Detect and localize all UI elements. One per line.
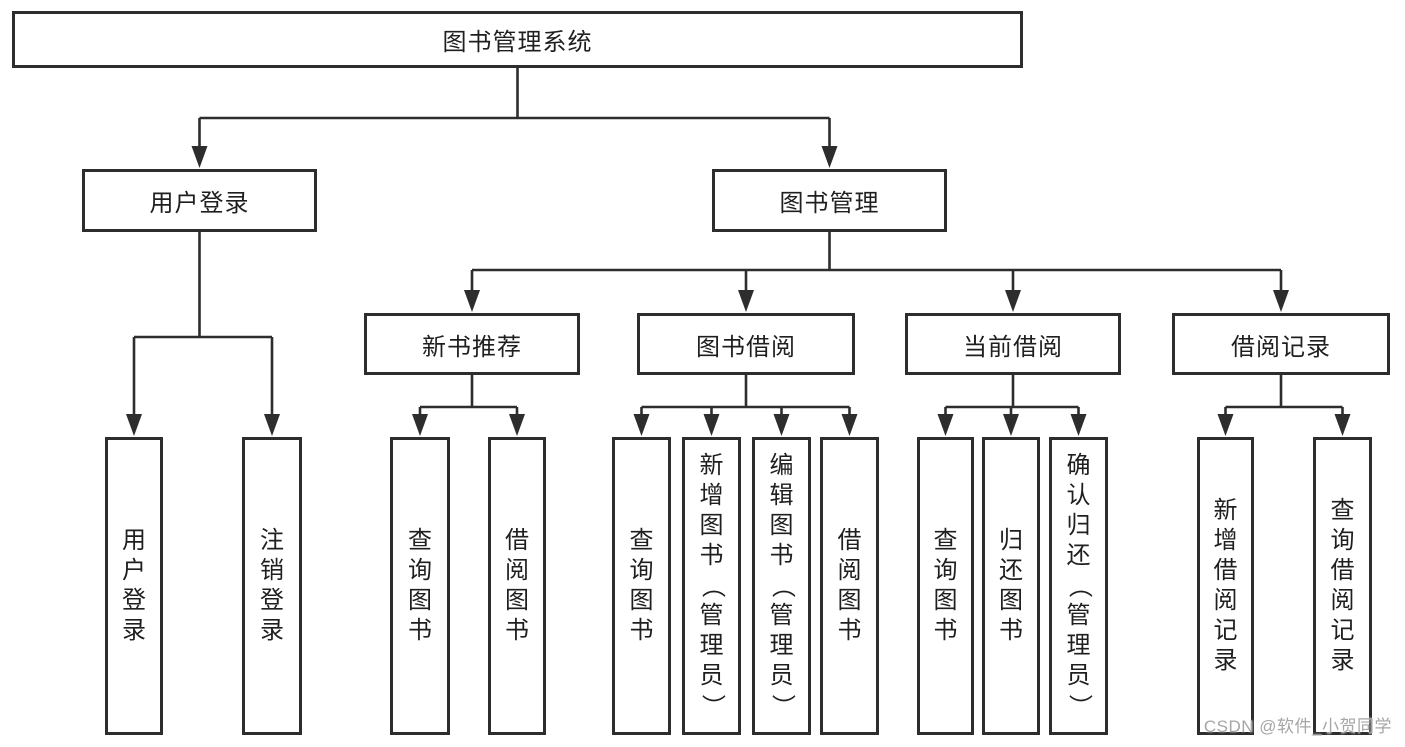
node-book-borrowing: 图书借阅 [637, 313, 855, 375]
node-label: 查询图书 [933, 527, 958, 644]
node-label: 编辑图书（管理员） [768, 452, 796, 718]
leaf-confirm-return-admin: 确认归还（管理员） [1049, 437, 1108, 735]
node-label: 新增借阅记录 [1213, 497, 1238, 674]
node-label: 图书借阅 [696, 333, 796, 361]
node-label: 用户登录 [122, 527, 146, 644]
leaf-query-books: 查询图书 [917, 437, 974, 735]
node-label: 图书管理系统 [442, 29, 593, 56]
watermark: CSDN @软件_小贺同学 [1203, 717, 1392, 736]
node-borrowing-records: 借阅记录 [1172, 313, 1390, 375]
node-user-login: 用户登录 [82, 169, 317, 232]
leaf-borrow-books: 借阅图书 [488, 437, 546, 735]
leaf-query-borrow-record: 查询借阅记录 [1313, 437, 1372, 735]
node-new-book-recommendation: 新书推荐 [364, 313, 580, 375]
node-book-management: 图书管理 [712, 169, 947, 232]
node-label: 新增图书（管理员） [698, 452, 726, 718]
node-label: 注销登录 [260, 527, 284, 644]
node-label: 归还图书 [999, 527, 1023, 644]
node-label: 当前借阅 [963, 333, 1063, 361]
node-label: 借阅图书 [837, 527, 862, 644]
node-label: 借阅图书 [505, 527, 529, 644]
leaf-borrow-books: 借阅图书 [820, 437, 879, 735]
node-label: 图书管理 [779, 190, 880, 217]
node-label: 用户登录 [149, 190, 250, 217]
leaf-edit-books-admin: 编辑图书（管理员） [752, 437, 811, 735]
node-label: 查询图书 [629, 527, 654, 644]
leaf-add-borrow-record: 新增借阅记录 [1197, 437, 1254, 735]
node-label: 新书推荐 [422, 333, 522, 361]
leaf-user-login: 用户登录 [105, 437, 163, 735]
leaf-add-books-admin: 新增图书（管理员） [682, 437, 741, 735]
node-label: 确认归还（管理员） [1065, 452, 1093, 718]
node-label: 借阅记录 [1231, 333, 1331, 361]
node-label: 查询借阅记录 [1330, 497, 1355, 674]
leaf-return-books: 归还图书 [982, 437, 1040, 735]
node-label: 查询图书 [408, 527, 432, 644]
leaf-query-books: 查询图书 [612, 437, 671, 735]
node-current-borrowing: 当前借阅 [905, 313, 1121, 375]
leaf-logout: 注销登录 [242, 437, 302, 735]
leaf-query-books: 查询图书 [390, 437, 450, 735]
node-library-management-system: 图书管理系统 [12, 11, 1023, 68]
